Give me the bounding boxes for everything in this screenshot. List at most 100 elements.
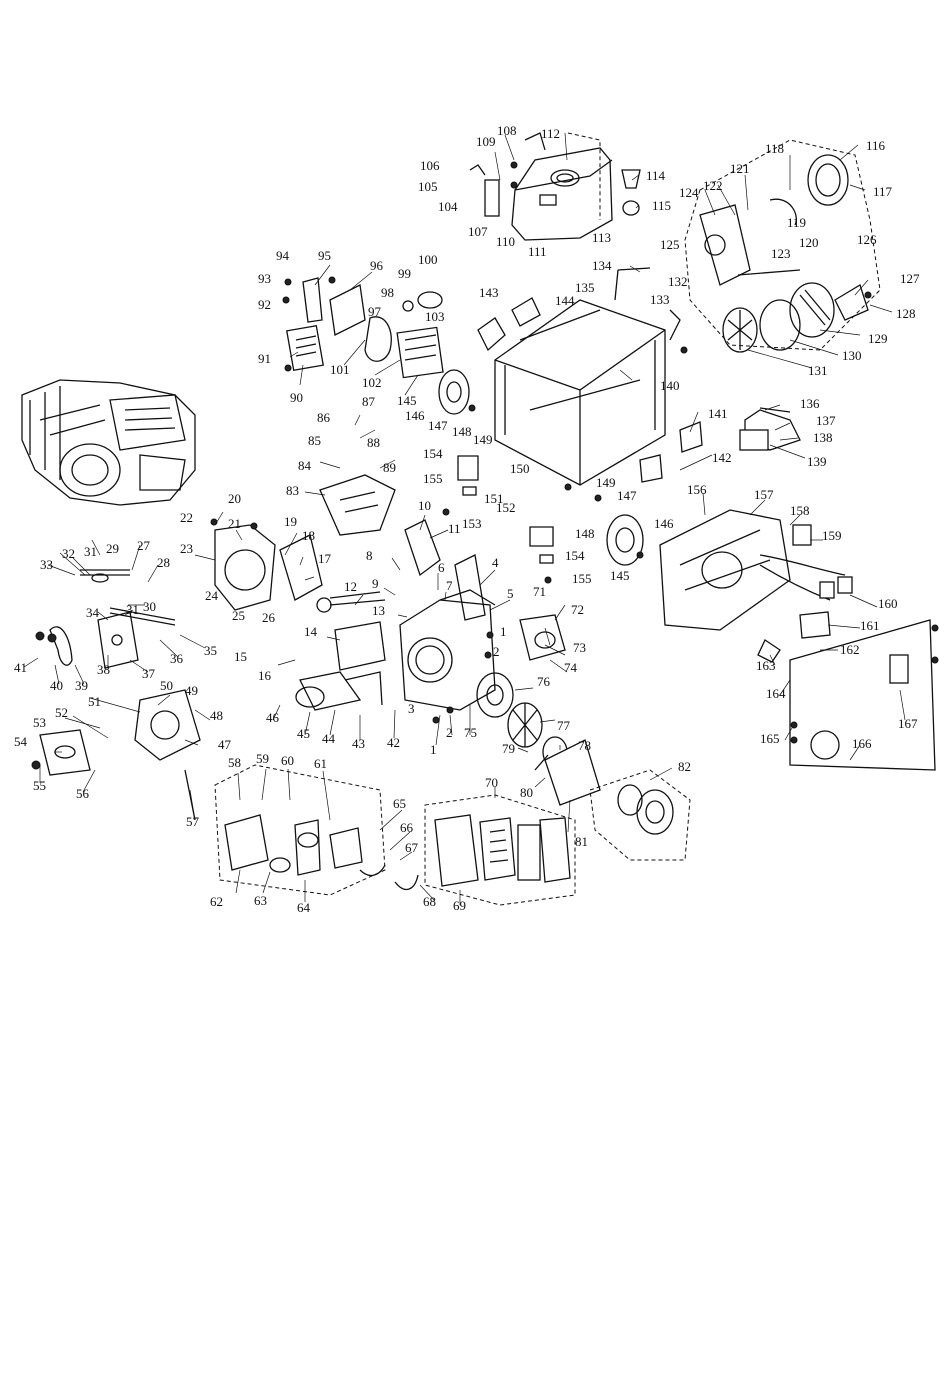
- label-113: 113: [592, 230, 611, 245]
- label-11: 11: [448, 521, 461, 536]
- label-56: 56: [76, 786, 90, 801]
- label-112: 112: [541, 126, 560, 141]
- label-41: 41: [14, 660, 27, 675]
- label-150: 150: [510, 461, 530, 476]
- label-37: 37: [142, 666, 156, 681]
- label-122: 122: [703, 178, 723, 193]
- label-5: 5: [507, 586, 514, 601]
- label-163: 163: [756, 658, 776, 673]
- label-3: 3: [408, 701, 415, 716]
- label-51: 51: [88, 694, 101, 709]
- label-159: 159: [822, 528, 842, 543]
- label-147-b: 147: [617, 488, 637, 503]
- label-55: 55: [33, 778, 46, 793]
- starter-flywheel-drawing: [476, 614, 691, 861]
- label-1-b: 1: [430, 742, 437, 757]
- label-137: 137: [816, 413, 836, 428]
- label-141: 141: [708, 406, 728, 421]
- label-68: 68: [423, 894, 436, 909]
- label-158: 158: [790, 503, 810, 518]
- engine-overview-drawing: [21, 379, 196, 506]
- label-164: 164: [766, 686, 786, 701]
- label-91: 91: [258, 351, 271, 366]
- frame-drawing: [438, 267, 703, 566]
- label-21: 21: [228, 516, 241, 531]
- label-89: 89: [383, 460, 396, 475]
- label-40: 40: [50, 678, 63, 693]
- label-50: 50: [160, 678, 173, 693]
- label-102: 102: [362, 375, 382, 390]
- label-45: 45: [297, 726, 310, 741]
- label-145-b: 145: [610, 568, 630, 583]
- label-126: 126: [857, 232, 877, 247]
- label-7: 7: [446, 578, 453, 593]
- label-6: 6: [438, 560, 445, 575]
- label-35: 35: [204, 643, 217, 658]
- label-32: 32: [62, 546, 75, 561]
- label-82: 82: [678, 759, 691, 774]
- label-9: 9: [372, 576, 379, 591]
- label-8: 8: [366, 548, 373, 563]
- label-146-b: 146: [654, 516, 674, 531]
- label-147-a: 147: [428, 418, 448, 433]
- label-2-b: 2: [446, 725, 453, 740]
- fasteners: [31, 276, 939, 770]
- label-152: 152: [496, 500, 516, 515]
- label-36: 36: [170, 651, 184, 666]
- label-58: 58: [228, 755, 241, 770]
- label-111: 111: [528, 244, 547, 259]
- label-127: 127: [900, 271, 920, 286]
- label-88: 88: [367, 435, 380, 450]
- label-155-b: 155: [572, 571, 592, 586]
- label-49: 49: [185, 683, 198, 698]
- label-76: 76: [537, 674, 551, 689]
- label-145-a: 145: [397, 393, 417, 408]
- label-167: 167: [898, 716, 918, 731]
- label-156: 156: [687, 482, 707, 497]
- label-110: 110: [496, 234, 515, 249]
- label-130: 130: [842, 348, 862, 363]
- label-157: 157: [754, 487, 774, 502]
- label-34: 34: [86, 605, 100, 620]
- label-60: 60: [281, 753, 294, 768]
- label-2-a: 2: [493, 644, 500, 659]
- label-79: 79: [502, 741, 515, 756]
- label-119: 119: [787, 215, 806, 230]
- label-62: 62: [210, 894, 223, 909]
- label-140: 140: [660, 378, 680, 393]
- label-165: 165: [760, 731, 780, 746]
- label-66: 66: [400, 820, 414, 835]
- label-12: 12: [344, 579, 357, 594]
- label-75: 75: [464, 725, 477, 740]
- fuel-tank-drawing: [469, 132, 641, 241]
- label-1-a: 1: [500, 624, 507, 639]
- label-93: 93: [258, 271, 271, 286]
- label-120: 120: [799, 235, 819, 250]
- label-139: 139: [807, 454, 827, 469]
- label-10: 10: [418, 498, 431, 513]
- label-101: 101: [330, 362, 350, 377]
- label-84: 84: [298, 458, 312, 473]
- label-148-a: 148: [452, 424, 472, 439]
- label-48: 48: [210, 708, 223, 723]
- label-13: 13: [372, 603, 385, 618]
- label-39: 39: [75, 678, 88, 693]
- label-24: 24: [205, 588, 219, 603]
- label-53: 53: [33, 715, 46, 730]
- label-74: 74: [564, 660, 578, 675]
- label-22: 22: [180, 510, 193, 525]
- label-33: 33: [40, 557, 53, 572]
- label-95: 95: [318, 248, 331, 263]
- label-117: 117: [873, 184, 893, 199]
- label-144: 144: [555, 293, 575, 308]
- label-80: 80: [520, 785, 533, 800]
- label-15: 15: [234, 649, 247, 664]
- label-148-b: 148: [575, 526, 595, 541]
- label-132: 132: [668, 274, 688, 289]
- label-154-a: 154: [423, 446, 443, 461]
- label-4: 4: [492, 555, 499, 570]
- label-103: 103: [425, 309, 445, 324]
- leader-lines: [23, 132, 906, 905]
- label-151: 151: [484, 491, 504, 506]
